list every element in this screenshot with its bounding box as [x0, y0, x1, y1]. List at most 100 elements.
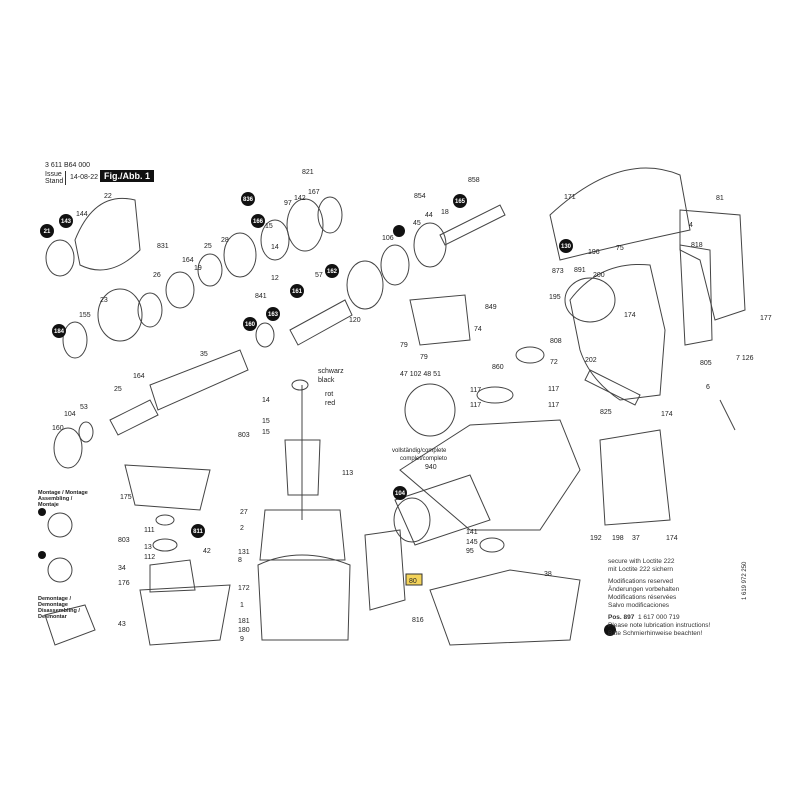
part-number-label: 858	[468, 177, 480, 184]
part-number-label: 21	[44, 229, 51, 235]
part-number-label: 28	[221, 237, 229, 244]
part-number-label: 22	[104, 193, 112, 200]
part-number-label: 803	[118, 537, 130, 544]
wire-black-en: black	[318, 377, 335, 384]
part-number-label: 79	[420, 354, 428, 361]
part-number-label: 42	[203, 548, 211, 555]
drawing-number: 1 619 972 250	[742, 561, 748, 600]
callout-badge	[243, 317, 257, 331]
part-number-label: 195	[549, 294, 561, 301]
part-number-label: 7 126	[736, 355, 754, 362]
part-number-label: 47 102 48 51	[400, 371, 441, 378]
part-number-label: 160	[52, 425, 64, 432]
callout-badge	[290, 284, 304, 298]
part-number-label: 25	[204, 243, 212, 250]
part-number-label: 35	[200, 351, 208, 358]
part-number-label: 2	[240, 525, 244, 532]
part-number-label: 120	[349, 317, 361, 324]
wire-red-de: rot	[325, 391, 333, 398]
part-number-label: 57	[315, 272, 323, 279]
part-number-label: 97	[284, 200, 292, 207]
lube-note-en: Please note lubrication instructions!	[608, 622, 711, 629]
part-number-label: 75	[616, 245, 624, 252]
part-number-label: 940	[425, 464, 437, 471]
part-number-label: 6	[706, 384, 710, 391]
mod-note-de: Änderungen vorbehalten	[608, 586, 680, 593]
part-number-label: 174	[661, 411, 673, 418]
part-number-label: 117	[470, 402, 481, 409]
mod-note-fr: Modifications réservées	[608, 594, 677, 601]
part-number-label: 849	[485, 304, 497, 311]
callout-badge	[191, 524, 205, 538]
part-number-label: 174	[666, 535, 678, 542]
part-number-label: 44	[425, 212, 433, 219]
part-number-label: 80	[409, 578, 417, 585]
part-number-label: 9	[240, 636, 244, 643]
document-number: 3 611 B64 000	[45, 162, 91, 169]
complete-label-2: complet/completo	[400, 456, 448, 462]
part-number-label: 162	[327, 269, 338, 275]
part-number-label: 131	[238, 549, 250, 556]
part-number-label: 803	[238, 432, 250, 439]
notes-block: secure with Loctite 222 mit Loctite 222 …	[608, 558, 710, 642]
part-number-label: 155	[79, 312, 91, 319]
part-number-label: 26	[153, 272, 161, 279]
part-number-label: 165	[455, 199, 466, 205]
part-number-label: 816	[412, 617, 424, 624]
callout-badge	[241, 192, 255, 206]
callout-badge	[325, 264, 339, 278]
part-number-label: 104	[395, 491, 406, 497]
part-number-label: 854	[414, 193, 426, 200]
part-number-label: 13	[144, 544, 152, 551]
part-number-label: 160	[245, 322, 256, 328]
part-number-label: 12	[271, 275, 279, 282]
part-number-label: 104	[64, 411, 76, 418]
part-number-label: 821	[302, 169, 314, 176]
part-number-label: 25	[114, 386, 122, 393]
part-number-label: 53	[80, 404, 88, 411]
part-number-label: 1	[240, 602, 244, 609]
part-number-label: 79	[400, 342, 408, 349]
part-number-label: 130	[561, 244, 572, 250]
part-number-label: 142	[294, 195, 306, 202]
part-number-label: 200	[593, 272, 605, 279]
part-number-label: 43	[118, 621, 126, 628]
part-number-label: 196	[588, 249, 600, 256]
part-number-label: 143	[61, 219, 72, 225]
part-number-label: 831	[157, 243, 169, 250]
part-number-label: 171	[564, 194, 576, 201]
part-number-label: 19	[194, 265, 202, 272]
part-number-label: 117	[548, 386, 559, 393]
part-number-label: 177	[760, 315, 772, 322]
part-number-label: 184	[54, 329, 65, 335]
part-number-label: 117	[470, 387, 481, 394]
part-number-label: 891	[574, 267, 586, 274]
part-number-label: 117	[548, 402, 559, 409]
part-number-label: 18	[441, 209, 449, 216]
part-number-label: 144	[76, 211, 88, 218]
part-number-label: 172	[238, 585, 250, 592]
part-number-label: 176	[118, 580, 130, 587]
part-number-label: 164	[133, 373, 145, 380]
issue-label-de: Stand	[45, 178, 64, 185]
part-number-label: 811	[193, 529, 203, 535]
part-number-label: 192	[590, 535, 602, 542]
part-number-label: 14	[262, 397, 270, 404]
callout-badge	[59, 214, 73, 228]
part-number-label: 15	[262, 429, 270, 436]
figure-label: Fig./Abb. 1	[100, 170, 154, 182]
callout-badge	[393, 486, 407, 500]
part-number-label: 166	[253, 219, 264, 225]
part-number-label: 145	[466, 539, 478, 546]
part-number-label: 163	[268, 312, 279, 318]
part-number-label: 141	[466, 529, 478, 536]
issue-label: Issue Stand	[45, 171, 67, 185]
loctite-note-de: mit Loctite 222 sichern	[608, 566, 674, 573]
part-number-label: 4	[689, 222, 693, 229]
part-number-label: 45	[413, 220, 421, 227]
callout-badge	[40, 224, 54, 238]
part-number-label: 808	[550, 338, 562, 345]
part-number-label: 112	[144, 554, 155, 561]
loctite-note-en: secure with Loctite 222	[608, 558, 675, 565]
